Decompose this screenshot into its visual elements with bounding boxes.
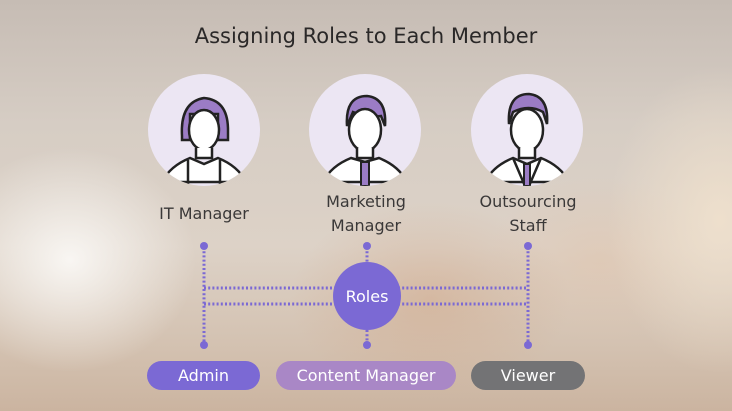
role-pill-admin: Admin [147, 361, 260, 390]
member-label-it-manager: IT Manager [159, 204, 249, 223]
avatar-marketing-manager [309, 74, 421, 186]
female-user-icon [159, 96, 249, 186]
diagram-title: Assigning Roles to Each Member [194, 24, 538, 48]
role-pill-content-manager: Content Manager [276, 361, 456, 390]
avatar-it-manager [148, 74, 260, 186]
member-label-marketing-manager: Marketing Manager [326, 192, 406, 235]
male-user-with-tie-icon [320, 94, 410, 186]
role-pill-viewer: Viewer [471, 361, 585, 390]
avatar-outsourcing-staff [471, 74, 583, 186]
roles-hub-label: Roles [345, 286, 389, 306]
roles-hub: Roles [333, 262, 401, 330]
member-label-outsourcing-staff: Outsourcing Staff [479, 192, 577, 235]
